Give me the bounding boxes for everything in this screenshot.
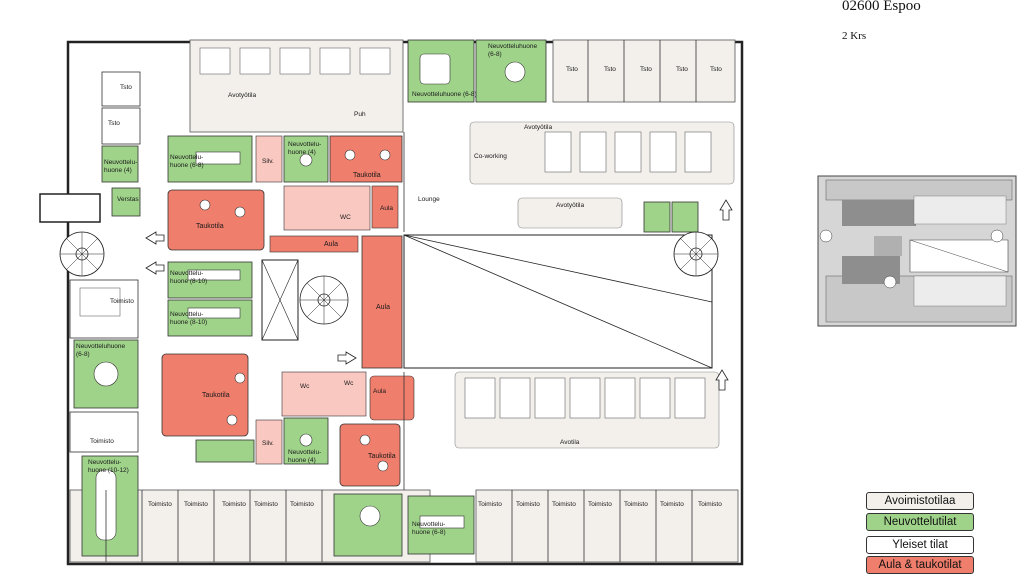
label-tsto-1: Tsto xyxy=(120,84,132,91)
label-neuv-1012-b: huone (10-12) xyxy=(88,467,129,474)
label-aula-1: Aula xyxy=(324,241,338,248)
label-taukotila-3: Taukotila xyxy=(202,392,230,399)
key-plan xyxy=(817,175,1017,327)
lobby-2 xyxy=(371,185,399,229)
legend-meeting-rooms: Neuvottelutilat xyxy=(866,513,974,531)
label-neuv-68-top-b2: (6-8) xyxy=(488,51,502,58)
label-neuv-1012-a: Neuvottelu- xyxy=(88,459,121,466)
label-neuv-68-bottom2-a: Neuvottelu- xyxy=(412,521,445,528)
label-taukotila-4: Taukotila xyxy=(368,453,396,460)
label-neuv-68-left-b: huone (6-8) xyxy=(170,162,204,169)
label-toimisto-b8: Toimisto xyxy=(552,501,576,508)
label-aula-4: Aula xyxy=(373,388,386,395)
label-toimisto-b10: Toimisto xyxy=(624,501,648,508)
office-row-bottom-right xyxy=(475,489,739,563)
meeting-room-68-top-b xyxy=(475,39,547,103)
label-toimisto-b2: Toimisto xyxy=(184,501,208,508)
label-avotila: Avotila xyxy=(560,439,580,446)
label-tsto-4: Tsto xyxy=(604,66,616,73)
label-toimisto-b5: Toimisto xyxy=(290,501,314,508)
wc-block-2 xyxy=(281,371,367,417)
label-neuv-68-lower-a: Neuvotteluhuone xyxy=(76,343,126,350)
label-toimisto-b6: Toimisto xyxy=(478,501,502,508)
label-neuv-810-a-2: huone (8-10) xyxy=(170,278,207,285)
office-row-top xyxy=(552,39,736,103)
legend-common-areas: Yleiset tilat xyxy=(866,536,974,554)
label-tsto-7: Tsto xyxy=(710,66,722,73)
label-neuv-4-b: huone (4) xyxy=(288,149,316,156)
storage-1 xyxy=(255,135,283,183)
label-toimisto-b3: Toimisto xyxy=(222,501,246,508)
label-wc-1: WC xyxy=(340,214,351,221)
break-room-2 xyxy=(167,189,265,251)
label-neuv-68-lower-b: (6-8) xyxy=(76,351,90,358)
lobby-1 xyxy=(269,235,359,253)
label-tsto-6: Tsto xyxy=(676,66,688,73)
label-neuv-810-b-1: Neuvottelu- xyxy=(170,311,203,318)
break-room-3 xyxy=(161,353,249,437)
label-toimisto-b11: Toimisto xyxy=(660,501,684,508)
label-avotyotila-top: Avotyötila xyxy=(228,92,256,99)
label-neuv-4-a: Neuvottelu- xyxy=(288,141,321,148)
label-tsto-2: Tsto xyxy=(108,120,120,127)
label-neuv-small-a: Neuvottelu- xyxy=(104,159,137,166)
break-room-1 xyxy=(329,135,403,183)
legend-lobby-break: Aula & taukotilat xyxy=(866,556,974,574)
label-tsto-5: Tsto xyxy=(640,66,652,73)
wc-block-1 xyxy=(283,185,371,231)
legend-open-office: Avoimistotilaa xyxy=(866,492,974,510)
label-wc-3: Wc xyxy=(344,380,354,387)
open-office-mid xyxy=(517,197,623,229)
label-toimisto-b7: Toimisto xyxy=(516,501,540,508)
phone-booths xyxy=(195,439,255,463)
label-wc-2: Wc xyxy=(300,383,310,390)
label-avotyotila-mid: Avotyötila xyxy=(556,202,584,209)
entrance-canopy xyxy=(39,193,101,223)
lobby-4 xyxy=(369,375,415,421)
label-neuv-4-lower-b: huone (4) xyxy=(288,457,316,464)
label-verstas: Verstas xyxy=(117,196,139,203)
label-neuv-68-left-a: Neuvottelu- xyxy=(170,154,203,161)
label-aula-3: Aula xyxy=(376,304,390,311)
label-neuv-810-b-2: huone (8-10) xyxy=(170,319,207,326)
label-silv-1: Silv. xyxy=(262,158,274,165)
label-toimisto-b4: Toimisto xyxy=(254,501,278,508)
label-toimisto-b12: Toimisto xyxy=(698,501,722,508)
label-neuv-68-top-a: Neuvotteluhuone (6-8) xyxy=(412,91,477,98)
label-toimisto-2: Toimisto xyxy=(90,438,114,445)
label-puh: Puh xyxy=(354,111,366,118)
label-toimisto-b1: Toimisto xyxy=(148,501,172,508)
label-aula-2: Aula xyxy=(380,205,393,212)
label-taukotila-1: Taukotila xyxy=(353,172,381,179)
meeting-room-small xyxy=(101,145,139,183)
label-taukotila-2: Taukotila xyxy=(196,223,224,230)
floor-label: 2 Krs xyxy=(842,30,867,42)
address-heading: 02600 Espoo xyxy=(842,0,921,14)
label-lounge: Lounge xyxy=(418,196,440,203)
label-toimisto-b9: Toimisto xyxy=(588,501,612,508)
label-coworking: Co-working xyxy=(474,153,507,160)
label-avotyotila-right: Avotyötila xyxy=(524,124,552,131)
label-tsto-3: Tsto xyxy=(566,66,578,73)
verstas-room xyxy=(111,187,141,217)
label-neuv-small-b: huone (4) xyxy=(104,167,132,174)
label-neuv-4-lower-a: Neuvottelu- xyxy=(288,449,321,456)
lobby-3 xyxy=(361,235,403,369)
label-neuv-810-a-1: Neuvottelu- xyxy=(170,270,203,277)
storage-2 xyxy=(255,419,283,465)
label-silv-2: Silv. xyxy=(262,440,274,447)
label-neuv-68-bottom2-b: huone (6-8) xyxy=(412,529,446,536)
label-neuv-68-top-b: Neuvotteluhuone xyxy=(488,43,538,50)
label-toimisto-1: Toimisto xyxy=(110,298,134,305)
